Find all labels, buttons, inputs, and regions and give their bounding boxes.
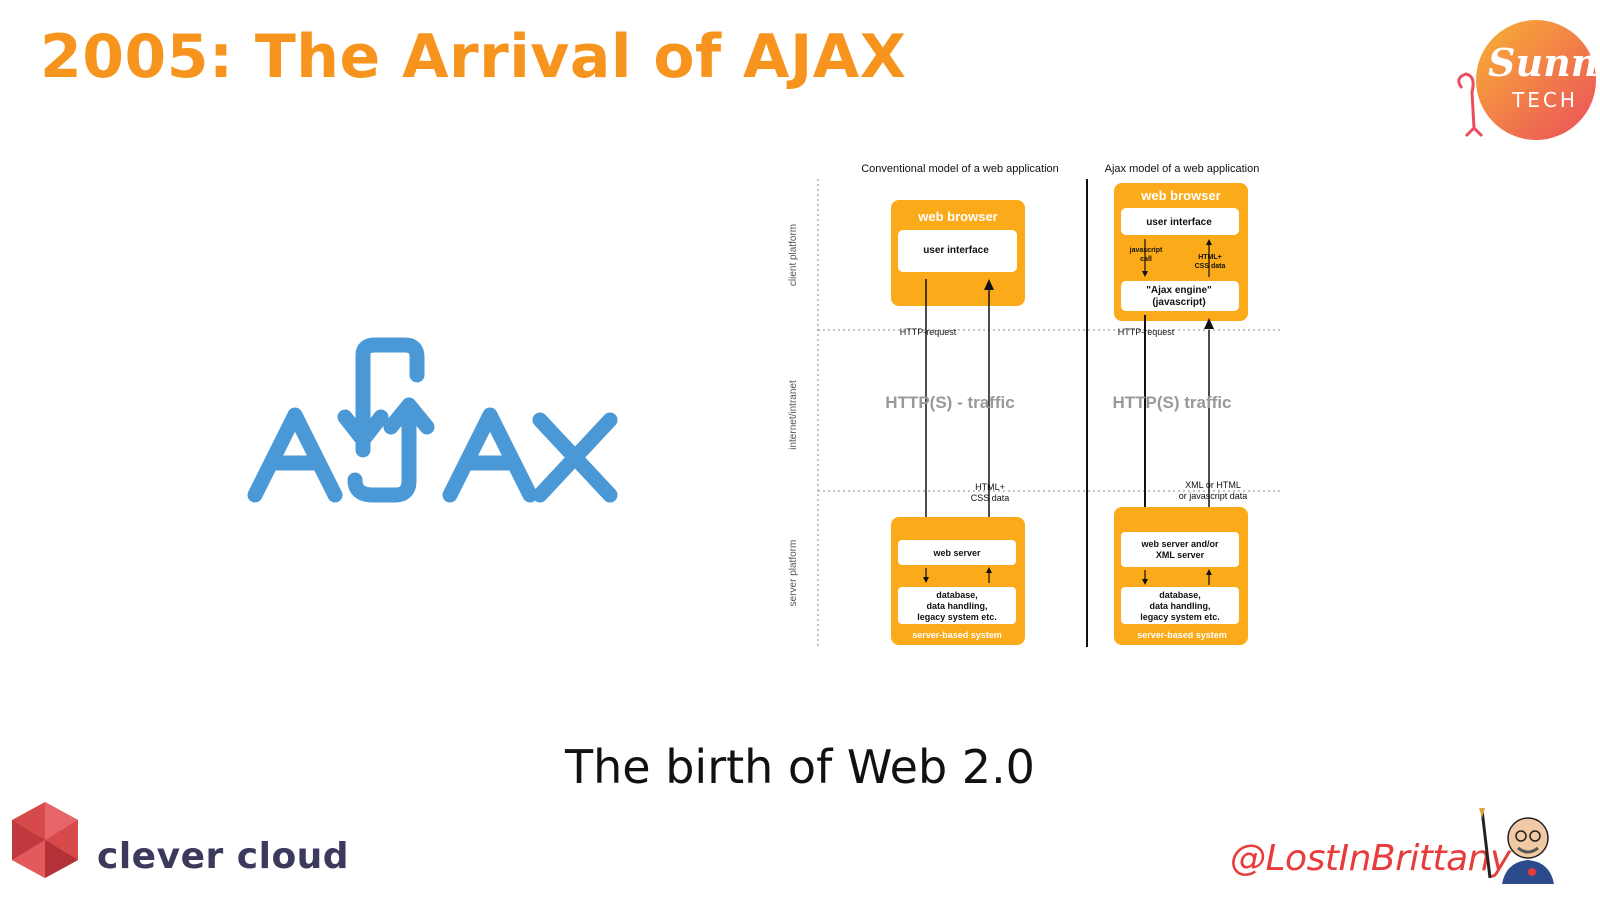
html-css-small-line1: HTML+ xyxy=(1198,254,1222,261)
left-db-line1: database, xyxy=(936,590,978,600)
sunny-wordmark: Sunny xyxy=(1488,40,1600,85)
left-user-interface: user interface xyxy=(923,245,989,256)
left-web-server: web server xyxy=(932,548,981,558)
left-db-line2: data handling, xyxy=(926,601,987,611)
left-traffic-label: HTTP(S) - traffic xyxy=(885,393,1014,412)
right-server-based: server-based system xyxy=(1137,630,1227,640)
slide-subtitle: The birth of Web 2.0 xyxy=(565,740,1035,794)
left-model-title: Conventional model of a web application xyxy=(861,163,1059,175)
side-label-internet: internet/intranet xyxy=(788,380,799,450)
right-http-request: HTTP-request xyxy=(1118,327,1175,337)
clever-cloud-wordmark: clever cloud xyxy=(97,836,350,877)
xml-server-line2: XML server xyxy=(1156,550,1205,560)
left-response-line1: HTML+ xyxy=(975,482,1005,492)
left-server-based: server-based system xyxy=(912,630,1002,640)
js-call-line1: javascript xyxy=(1129,247,1163,254)
right-response-line2: or javascript data xyxy=(1179,491,1248,501)
left-db-line3: legacy system etc. xyxy=(917,612,997,622)
tech-wordmark: TECH xyxy=(1512,88,1578,112)
twitter-handle: @LostInBrittany xyxy=(1230,838,1511,879)
ajax-architecture-diagram: Conventional model of a web application … xyxy=(788,163,1280,647)
left-response-line2: CSS data xyxy=(971,493,1010,503)
js-call-line2: call xyxy=(1140,256,1152,263)
right-response-line1: XML or HTML xyxy=(1185,480,1241,490)
right-browser-label: web browser xyxy=(1140,188,1220,203)
right-db-line1: database, xyxy=(1159,590,1201,600)
clever-cloud-logo-icon xyxy=(12,802,78,878)
left-browser-label: web browser xyxy=(917,209,997,224)
html-css-small-line2: CSS data xyxy=(1195,263,1226,270)
ajax-logo xyxy=(247,337,618,503)
right-db-line2: data handling, xyxy=(1149,601,1210,611)
left-http-request: HTTP-request xyxy=(900,327,957,337)
side-label-client: client platform xyxy=(788,224,799,286)
right-traffic-label: HTTP(S) traffic xyxy=(1113,393,1232,412)
right-db-line3: legacy system etc. xyxy=(1140,612,1220,622)
cartoon-avatar xyxy=(1479,808,1554,884)
xml-server-line1: web server and/or xyxy=(1140,539,1219,549)
sunny-tech-logo xyxy=(1457,20,1596,140)
ajax-engine-line1: "Ajax engine" xyxy=(1146,285,1212,296)
side-label-server: server platform xyxy=(788,540,799,607)
right-model-title: Ajax model of a web application xyxy=(1105,163,1260,175)
right-user-interface: user interface xyxy=(1146,217,1212,228)
slide-title: 2005: The Arrival of AJAX xyxy=(40,22,907,92)
ajax-engine-line2: (javascript) xyxy=(1152,297,1205,308)
